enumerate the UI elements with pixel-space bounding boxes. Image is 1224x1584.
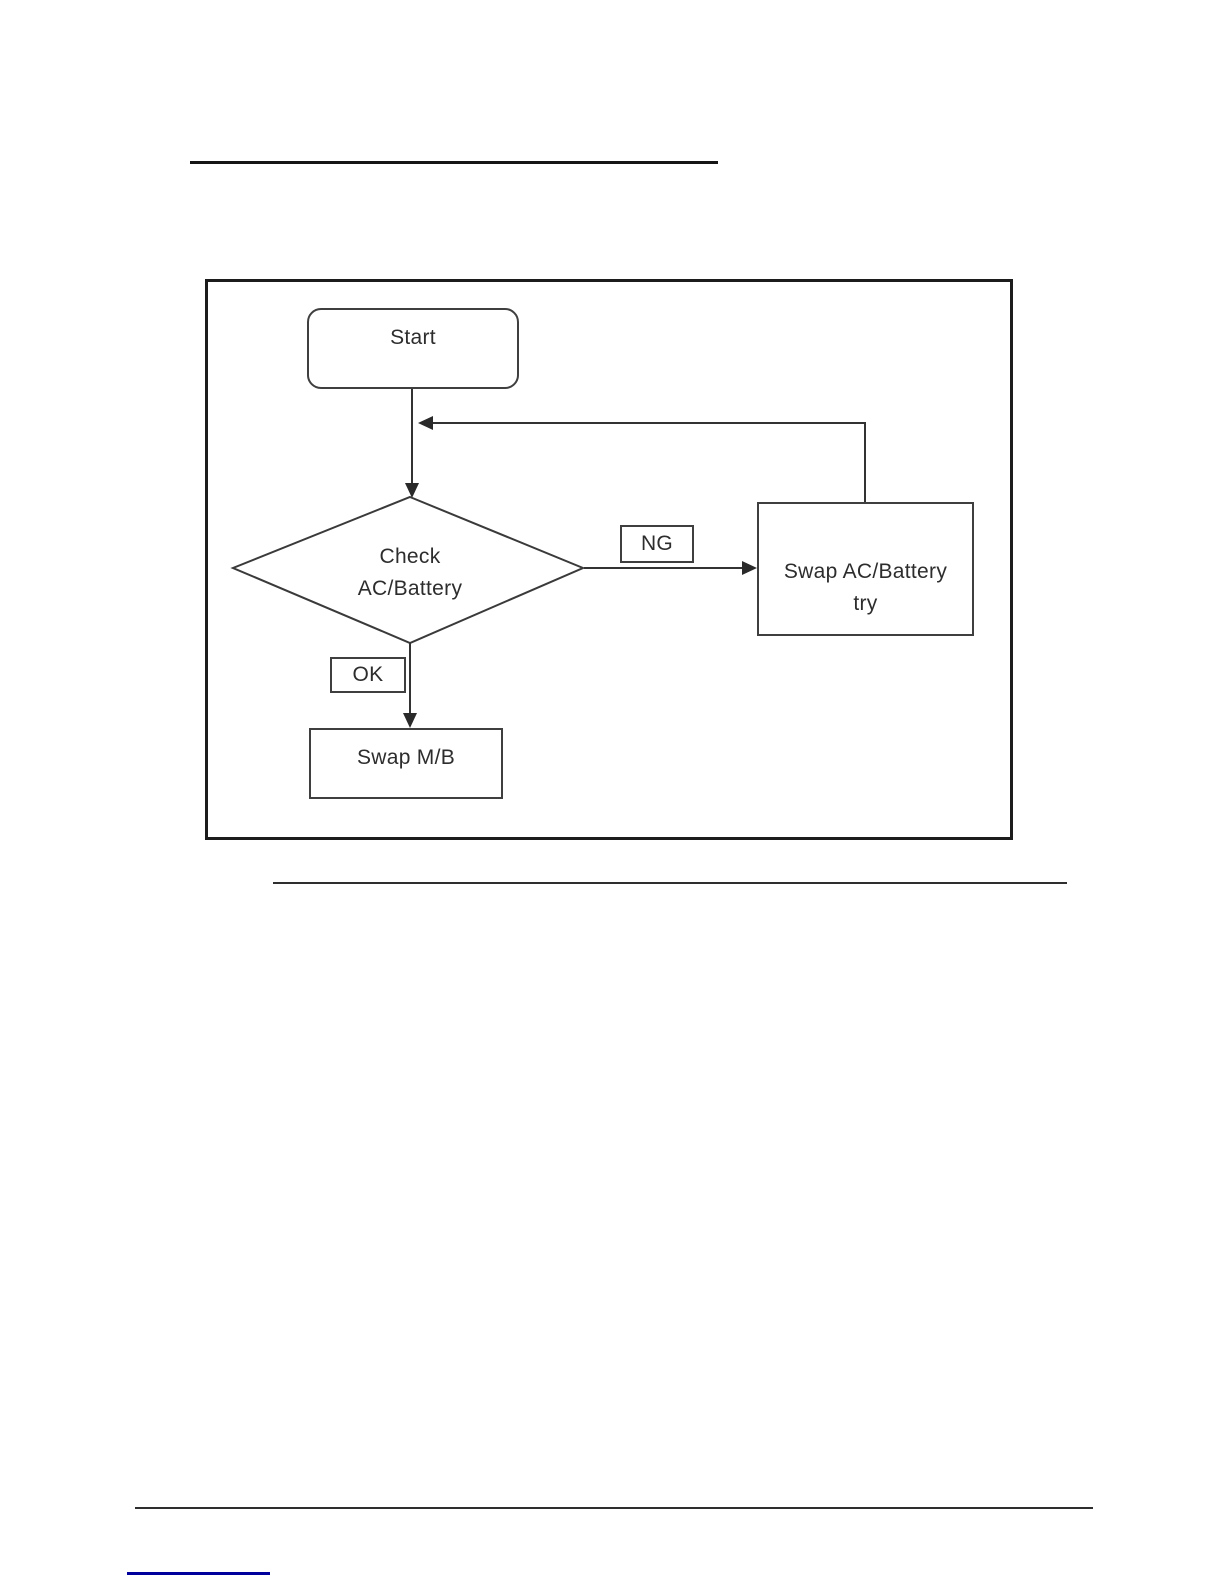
figure-caption-underline [273, 882, 1067, 884]
footer-link-underline[interactable] [127, 1572, 270, 1575]
arrowhead-down-into-decision [405, 483, 419, 498]
arrowhead-down-into-swap-mb [403, 713, 417, 728]
arrowhead-left-feedback [418, 416, 433, 430]
decision-label-line1: Check [379, 545, 441, 568]
flowchart-node-swap-ac-battery: Swap AC/Battery try [757, 502, 974, 636]
start-label: Start [390, 326, 436, 349]
flowchart-node-swap-mb: Swap M/B [309, 728, 503, 799]
swap-ac-label-line1: Swap AC/Battery [783, 560, 948, 583]
flowchart-edge-label-ok: OK [330, 657, 406, 693]
decision-label-line2: AC/Battery [357, 577, 463, 600]
ng-label: NG [640, 532, 674, 555]
swap-ac-label-line2: try [853, 592, 878, 615]
flowchart-node-decision-label: Check AC/Battery [308, 541, 512, 605]
arrowhead-right-into-swap-ac [742, 561, 757, 575]
footer-separator-rule [135, 1507, 1093, 1509]
swap-mb-label: Swap M/B [356, 746, 456, 769]
flowchart-edge-label-ng: NG [620, 525, 694, 563]
flowchart-node-start: Start [307, 308, 519, 389]
section-heading-underline [190, 161, 718, 164]
ok-label: OK [352, 663, 384, 686]
edge-feedback-from-swap-ac [432, 422, 866, 502]
